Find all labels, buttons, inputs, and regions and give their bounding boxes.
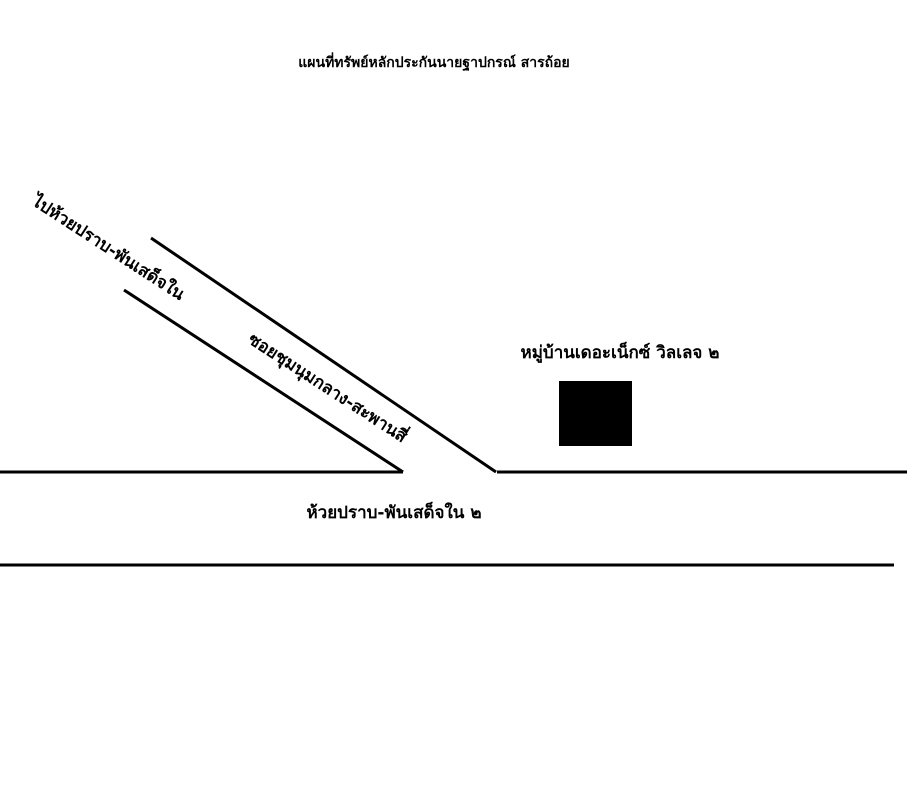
soi-edge-lower: [123, 288, 404, 474]
main-road-label: ห้วยปราบ-พันเสด็จใน ๒: [306, 500, 481, 523]
property-marker: [559, 381, 632, 446]
village-label: หมู่บ้านเดอะเน็กซ์ วิลเลจ ๒: [520, 340, 719, 364]
soi-edge-upper: [150, 236, 497, 474]
map-title: แผนที่ทรัพย์หลักประกันนายฐาปกรณ์ สารถ้อย: [298, 52, 569, 72]
